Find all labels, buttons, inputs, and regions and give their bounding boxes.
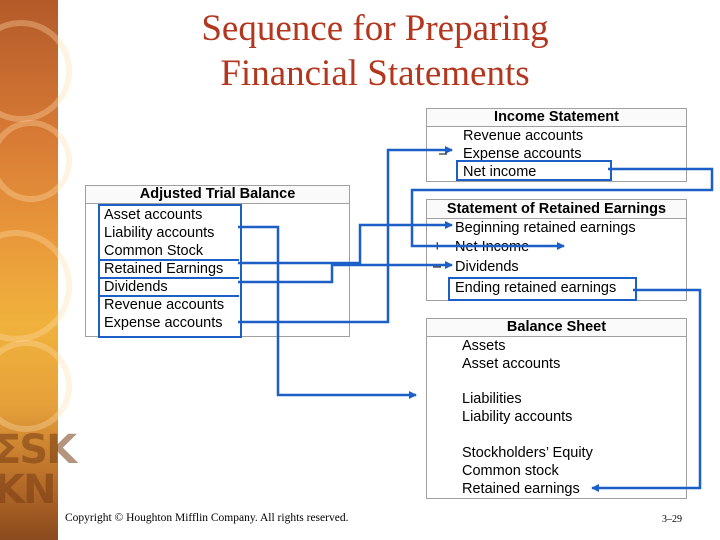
atb-divider: [99, 295, 239, 297]
income-statement-header: Income Statement: [427, 109, 686, 127]
is-row-net-income: Net income: [463, 164, 537, 180]
slide-title: Sequence for Preparing Financial Stateme…: [130, 6, 620, 96]
bs-row: Liability accounts: [462, 409, 573, 425]
is-sign: –: [439, 146, 448, 162]
bs-row: Retained earnings: [462, 481, 580, 497]
atb-row: Asset accounts: [104, 207, 203, 223]
net-income-highlight: [456, 160, 612, 181]
arrow-atb-to-income-statement: [238, 146, 453, 324]
copyright-footer: Copyright © Houghton Mifflin Company. Al…: [65, 512, 349, 524]
bs-row: Common stock: [462, 463, 559, 479]
atb-row: Common Stock: [104, 243, 204, 259]
atb-divider: [99, 277, 239, 279]
arrow-dividends-to-sre: [238, 261, 453, 284]
atb-divider: [99, 259, 239, 261]
sre-row-dividends: Dividends: [455, 259, 519, 275]
bs-row: Assets: [462, 338, 506, 354]
atb-row: Retained Earnings: [104, 261, 224, 277]
sre-header: Statement of Retained Earnings: [427, 200, 686, 219]
atb-row: Expense accounts: [104, 315, 223, 331]
adjusted-trial-balance-box: Adjusted Trial Balance Asset accounts Li…: [85, 185, 350, 337]
retained-earnings-box: Statement of Retained Earnings + – Begin…: [426, 199, 687, 301]
arrow-atb-to-balance-sheet: [238, 225, 417, 399]
bs-row: Asset accounts: [462, 356, 561, 372]
title-line-1: Sequence for Preparing: [201, 8, 549, 49]
is-row-revenue: Revenue accounts: [463, 128, 584, 144]
bs-row: Stockholders’ Equity: [462, 445, 593, 461]
atb-row: Dividends: [104, 279, 168, 295]
atb-row: Revenue accounts: [104, 297, 225, 313]
atb-row: Liability accounts: [104, 225, 215, 241]
sre-row-beginning: Beginning retained earnings: [455, 220, 636, 236]
atb-accounts-highlight: [98, 204, 242, 338]
atb-header: Adjusted Trial Balance: [86, 186, 349, 204]
title-line-2: Financial Statements: [220, 53, 530, 94]
arrow-net-income-to-sre: [410, 167, 714, 250]
page-number: 3–29: [662, 514, 682, 525]
sre-row-ending: Ending retained earnings: [455, 280, 617, 296]
bs-row: Liabilities: [462, 391, 522, 407]
arrow-re-to-beginning: [238, 221, 453, 265]
sre-sign-minus: –: [433, 259, 442, 275]
balance-sheet-box: Balance Sheet Assets Asset accounts Liab…: [426, 318, 687, 499]
is-row-expense: Expense accounts: [463, 146, 582, 162]
arrow-ending-re-to-bs: [591, 288, 702, 492]
bs-header: Balance Sheet: [427, 319, 686, 337]
